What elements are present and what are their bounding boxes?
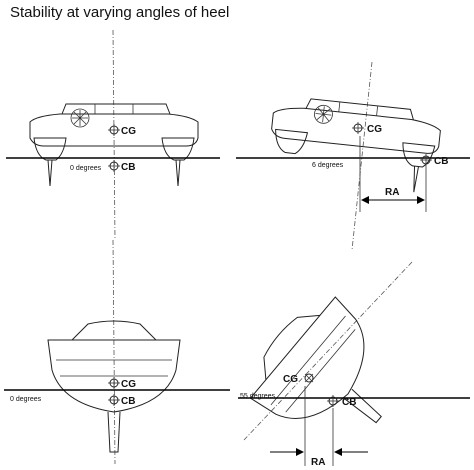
angle-label: 0 degrees [10,396,42,403]
panel-catamaran-6: CG CB 6 degrees RA [236,61,470,251]
hull-body [271,107,441,154]
left-pontoon [275,128,309,155]
cb-label: CB [121,396,135,407]
right-pontoon [402,142,436,168]
cabin [71,320,157,341]
diagram-title: Stability at varying angles of heel [10,4,230,21]
cabin [61,103,171,115]
left-pontoon [33,137,67,161]
cb-label: CB [434,156,448,167]
keel [107,411,121,453]
cabin [305,98,414,120]
angle-label: 55 degrees [240,393,276,400]
panel-monohull-0: CG CB 0 degrees [4,239,230,465]
mast-centerline [243,261,413,441]
cb-label: CB [342,397,356,408]
panel-catamaran-0: CG CB 0 degrees [6,29,220,241]
ra-label: RA [385,187,399,198]
wheel-icon [70,108,90,128]
keel [343,388,382,424]
cb-label: CB [121,162,135,173]
hull-body [29,113,199,147]
cg-marker [304,373,314,383]
hull-body [249,296,365,419]
mast-centerline [351,61,373,251]
hull-body [47,339,181,413]
cg-label: CG [283,374,298,385]
mast-centerline [112,239,116,465]
cabin [263,314,320,380]
wheel-icon [314,104,333,124]
cg-label: CG [367,124,382,135]
right-daggerboard [413,166,420,193]
ra-label: RA [311,457,325,468]
panel-monohull-55: CG CB 55 degrees RA [238,261,470,468]
angle-label: 0 degrees [70,165,102,172]
right-pontoon [161,137,195,161]
cg-label: CG [121,379,136,390]
left-daggerboard [47,159,53,187]
right-daggerboard [175,159,181,187]
angle-label: 6 degrees [312,162,344,169]
cg-label: CG [121,126,136,137]
